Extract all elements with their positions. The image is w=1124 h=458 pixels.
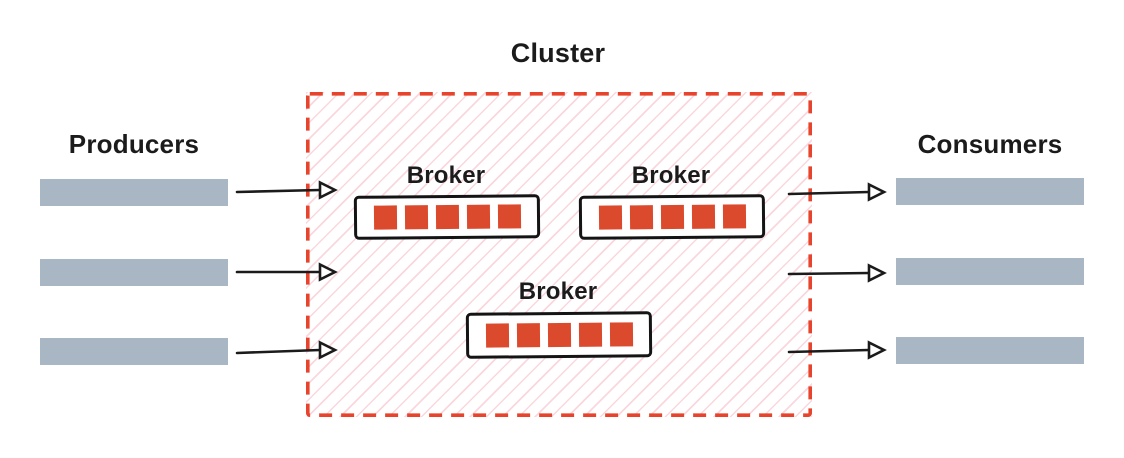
- partition-cell: [435, 204, 459, 230]
- partition-cell: [516, 323, 540, 348]
- broker-label: Broker: [631, 162, 711, 189]
- cluster-region: [306, 92, 812, 417]
- partition-cell: [660, 204, 684, 230]
- partition-cell: [609, 322, 633, 347]
- consumer-bar: [896, 178, 1084, 205]
- partition-cell: [722, 204, 746, 229]
- partition-cell: [691, 204, 715, 229]
- cluster-title: Cluster: [510, 38, 606, 68]
- partition-cell: [373, 205, 397, 230]
- consumers-label: Consumers: [917, 129, 1063, 159]
- broker-box: [353, 194, 541, 240]
- consumer-bar: [896, 337, 1084, 364]
- partition-cell: [404, 205, 428, 230]
- partition-cell: [485, 323, 509, 348]
- broker-box: [578, 194, 766, 240]
- producer-bar: [40, 179, 228, 206]
- broker-box: [465, 311, 653, 359]
- partition-cell: [466, 204, 490, 229]
- broker-label: Broker: [518, 278, 598, 305]
- producer-bar: [40, 338, 228, 365]
- consumer-bar: [896, 258, 1084, 285]
- partition-cell: [497, 204, 521, 229]
- partition-cell: [547, 322, 571, 348]
- producers-label: Producers: [68, 129, 200, 159]
- partition-cell: [629, 205, 653, 230]
- partition-cell: [578, 322, 602, 347]
- producer-bar: [40, 259, 228, 286]
- partition-cell: [598, 205, 622, 230]
- broker-label: Broker: [406, 162, 486, 189]
